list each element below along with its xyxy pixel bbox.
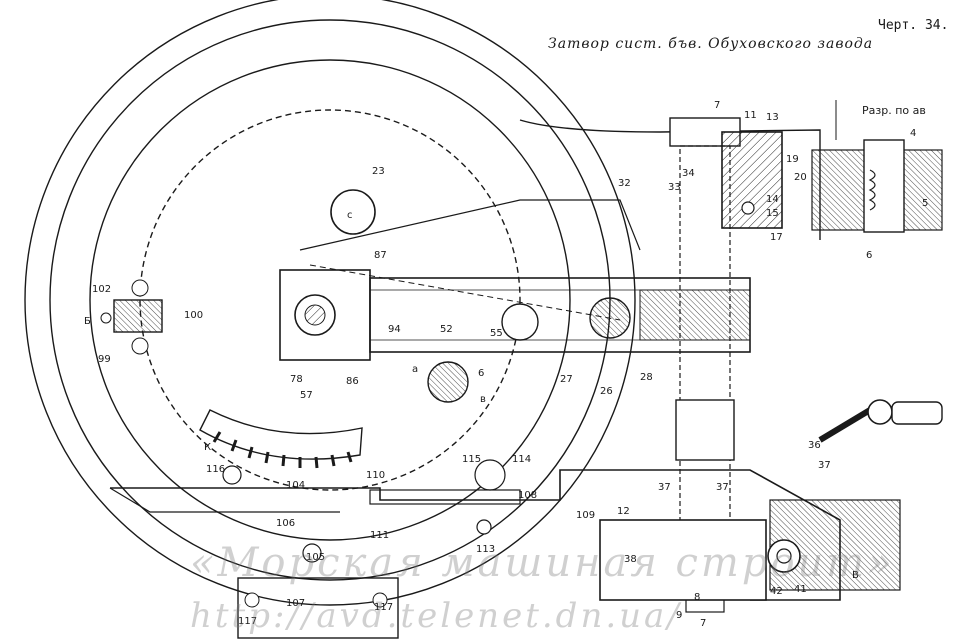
part-label-37c: 37 — [818, 460, 831, 471]
part-label-110: 110 — [366, 470, 385, 481]
part-label-109: 109 — [576, 510, 595, 521]
part-label-78: 78 — [290, 374, 303, 385]
watermark-line-1: «Морская машиная строит» — [190, 540, 895, 586]
part-label-32: 32 — [618, 178, 631, 189]
lower-right-block — [599, 499, 901, 601]
part-label-b: в — [480, 394, 486, 405]
part-label-87: 87 — [374, 250, 387, 261]
part-label-B: Б — [84, 316, 91, 327]
part-label-4: 4 — [910, 128, 916, 139]
part-label-94: 94 — [388, 324, 401, 335]
part-label-5: 5 — [922, 198, 928, 209]
part-label-117b: 117 — [374, 602, 393, 613]
screw-105 — [302, 543, 322, 563]
part-label-12: 12 — [617, 506, 630, 517]
part-label-102: 102 — [92, 284, 111, 295]
pivot-c — [330, 189, 376, 235]
crank-handle — [818, 399, 943, 443]
part-label-55: 55 — [490, 328, 503, 339]
part-label-99: 99 — [98, 354, 111, 365]
dashed-ring — [139, 109, 521, 491]
part-label-Bv: В — [852, 570, 859, 581]
crank-nut — [304, 304, 326, 326]
part-label-34: 34 — [682, 168, 695, 179]
outer-ring-3 — [89, 59, 571, 541]
part-label-17: 17 — [770, 232, 783, 243]
part-label-8: 8 — [694, 592, 700, 603]
part-label-106: 106 — [276, 518, 295, 529]
screw-113 — [476, 519, 492, 535]
part-label-108: 108 — [518, 490, 537, 501]
lever-arm — [299, 199, 641, 251]
roller-55 — [501, 303, 539, 341]
part-label-114: 114 — [512, 454, 531, 465]
part-label-116: 116 — [206, 464, 225, 475]
part-label-117a: 117 — [238, 616, 257, 627]
part-label-19: 19 — [786, 154, 799, 165]
gear-sector — [199, 409, 363, 469]
part-label-37b: 37 — [716, 482, 729, 493]
part-label-11: 11 — [744, 110, 757, 121]
roller-27 — [589, 297, 631, 339]
part-label-33: 33 — [668, 182, 681, 193]
part-label-38: 38 — [624, 554, 637, 565]
screw-116 — [222, 465, 242, 485]
lever-construction-line — [309, 264, 621, 321]
drawing-title: Затвор сист. бъв. Обуховского завода — [548, 36, 874, 52]
part-label-37a: 37 — [658, 482, 671, 493]
part-label-104: 104 — [286, 480, 305, 491]
watermark-line-2: http://avd.telenet.dn.ua/ — [190, 596, 682, 636]
part-label-K: К — [204, 442, 211, 453]
part-label-7t: 7 — [714, 100, 720, 111]
part-label-6r: 6 — [866, 250, 872, 261]
part-label-107: 107 — [286, 598, 305, 609]
part-label-26: 26 — [600, 386, 613, 397]
part-label-36: 36 — [808, 440, 821, 451]
part-label-115: 115 — [462, 454, 481, 465]
part-label-13: 13 — [766, 112, 779, 123]
upper-body-outline — [519, 119, 821, 240]
part-label-100: 100 — [184, 310, 203, 321]
part-label-52: 52 — [440, 324, 453, 335]
part-label-15: 15 — [766, 208, 779, 219]
sheet-number: Черт. 34. — [878, 18, 949, 33]
part-label-113: 113 — [476, 544, 495, 555]
section-label: Разр. по ав — [862, 104, 926, 117]
part-label-a: a — [412, 364, 418, 375]
part-label-57: 57 — [300, 390, 313, 401]
part-label-6: 6 — [478, 368, 484, 379]
pin-14 — [741, 201, 755, 215]
part-label-23: 23 — [372, 166, 385, 177]
part-label-9: 9 — [676, 610, 682, 621]
part-label-86: 86 — [346, 376, 359, 387]
section-circle-ab — [427, 361, 469, 403]
part-label-42: 42 — [770, 586, 783, 597]
part-label-105: 105 — [306, 552, 325, 563]
part-label-27: 27 — [560, 374, 573, 385]
part-label-7b: 7 — [700, 618, 706, 629]
outer-ring-1 — [24, 0, 636, 606]
side-fitting — [100, 279, 163, 355]
part-label-111: 111 — [370, 530, 389, 541]
section-detail — [811, 100, 943, 233]
part-label-c: c — [347, 210, 353, 221]
part-label-41: 41 — [794, 584, 807, 595]
part-label-14: 14 — [766, 194, 779, 205]
part-label-28: 28 — [640, 372, 653, 383]
part-label-20: 20 — [794, 172, 807, 183]
